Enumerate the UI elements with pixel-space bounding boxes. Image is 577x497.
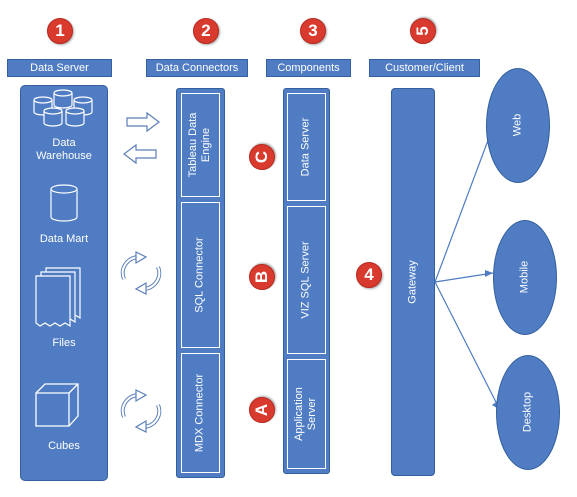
- header-components: Components: [266, 59, 351, 77]
- cubes-label: Cubes: [48, 440, 80, 452]
- badge-4: 4: [356, 262, 382, 288]
- badge-2: 2: [193, 18, 219, 44]
- viz-sql-server-box: [287, 206, 326, 354]
- badge-3: 3: [300, 18, 326, 44]
- badge-1: 1: [47, 18, 73, 44]
- data-connectors-column: [176, 88, 225, 478]
- cube-icon: [35, 383, 79, 427]
- files-label: Files: [52, 337, 76, 349]
- header-data-connectors: Data Connectors: [146, 59, 248, 77]
- arrow-right-icon: [126, 111, 160, 133]
- header-customer-client: Customer/Client: [369, 59, 480, 77]
- mdx-connector-box: [181, 353, 220, 473]
- data-server-box: [287, 93, 326, 201]
- web-client: [486, 68, 550, 183]
- application-server-box: [287, 359, 326, 469]
- tableau-data-engine-box: [181, 93, 220, 197]
- desktop-client: [496, 355, 560, 470]
- desktop-label: Desktop: [521, 391, 534, 433]
- arrow-left-icon: [123, 143, 157, 165]
- data-warehouse-label: Data Warehouse: [36, 137, 92, 162]
- sync-arrows-icon: [120, 389, 162, 433]
- gateway-box: [391, 88, 435, 476]
- header-data-server: Data Server: [7, 59, 112, 77]
- web-label: Web: [511, 113, 524, 137]
- sql-connector-box: [181, 202, 220, 348]
- data-mart-icon: [50, 184, 78, 222]
- mobile-client: [493, 220, 557, 335]
- database-cluster-icon: [33, 89, 93, 127]
- mobile-label: Mobile: [518, 260, 531, 294]
- files-icon: [35, 267, 81, 328]
- data-mart-label: Data Mart: [39, 233, 89, 245]
- sync-arrows-icon: [120, 251, 162, 295]
- components-column: [283, 88, 330, 474]
